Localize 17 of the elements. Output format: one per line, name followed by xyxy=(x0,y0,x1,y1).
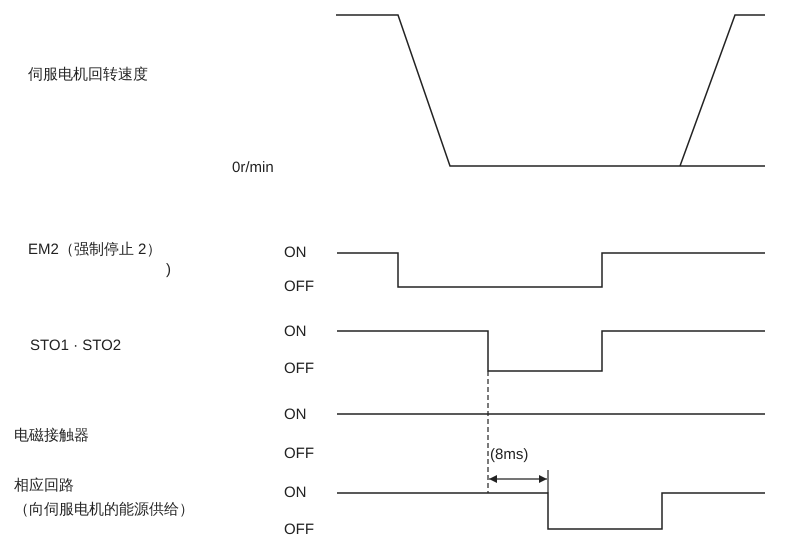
level-label: ON xyxy=(284,405,306,425)
stray-mark: ) xyxy=(166,260,171,280)
level-label: OFF xyxy=(284,444,314,464)
level-label: ON xyxy=(284,243,306,263)
level-label: ON xyxy=(284,483,306,503)
signal-name: 相应回路 xyxy=(14,475,74,496)
level-label: 0r/min xyxy=(232,158,274,178)
level-label: OFF xyxy=(284,520,314,540)
level-label: OFF xyxy=(284,277,314,297)
time-label: (8ms) xyxy=(490,445,528,465)
signal-name: EM2（强制停止 2） xyxy=(28,240,162,260)
signal-name: 电磁接触器 xyxy=(14,425,89,446)
signal-name: 伺服电机回转速度 xyxy=(28,64,148,85)
signal-name: （向伺服电机的能源供给） xyxy=(14,499,194,520)
level-label: ON xyxy=(284,322,306,342)
signal-name: STO1 · STO2 xyxy=(30,336,122,356)
level-label: OFF xyxy=(284,359,314,379)
